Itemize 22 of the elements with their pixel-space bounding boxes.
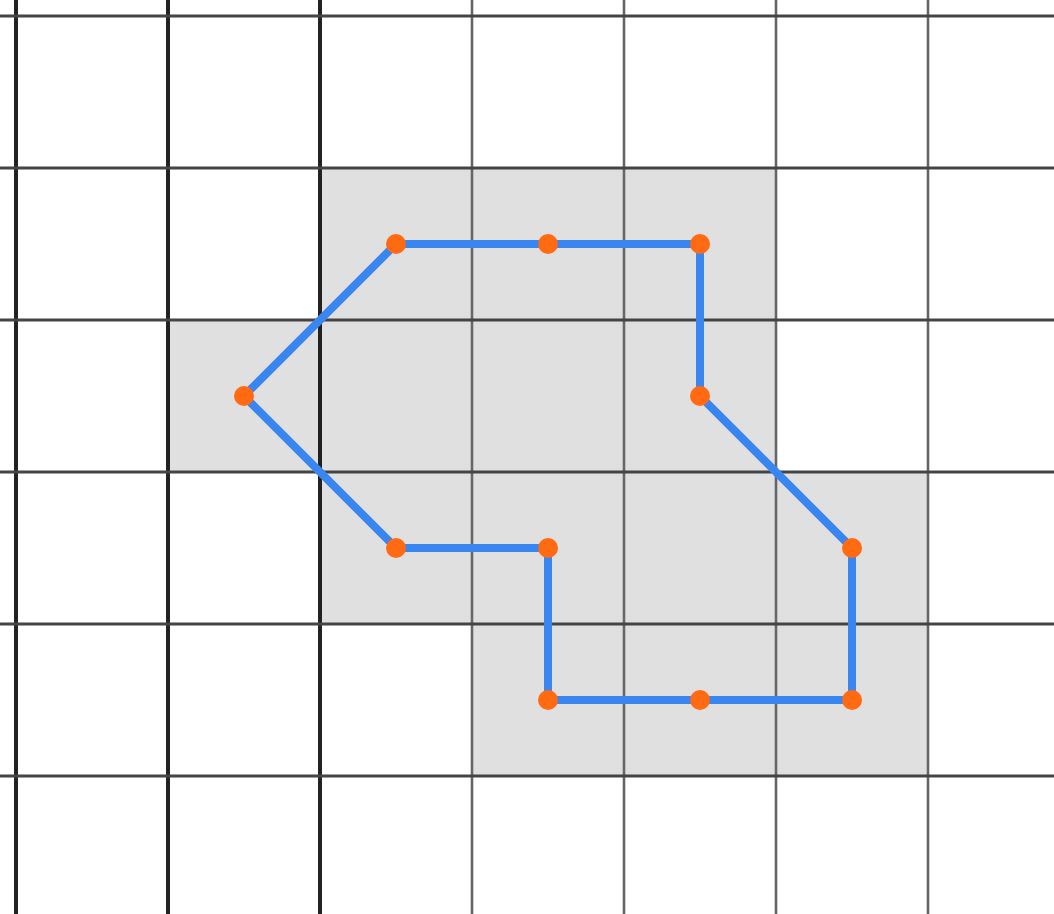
polygon-edge (706, 696, 846, 704)
vertex-dot (538, 234, 558, 254)
polygon-edge (703, 399, 849, 545)
polygon-edge (554, 696, 694, 704)
polygon-edge (402, 544, 542, 552)
polygon-edge (848, 554, 856, 694)
vertex-dot (538, 690, 558, 710)
polygon-edge (544, 554, 552, 694)
vertex-dot (842, 538, 862, 558)
vertex-dot (386, 234, 406, 254)
vertex-dot (690, 234, 710, 254)
polygon-edge (402, 240, 542, 248)
vertex-dot (386, 538, 406, 558)
polygon-edge (247, 247, 393, 393)
vertex-dot (234, 386, 254, 406)
vertex-dot (538, 538, 558, 558)
polygon-edge (554, 240, 694, 248)
polygon-edge (696, 250, 704, 390)
vertex-dot (842, 690, 862, 710)
vertex-dot (690, 386, 710, 406)
vertex-dot (690, 690, 710, 710)
polygon-edge (247, 399, 393, 545)
